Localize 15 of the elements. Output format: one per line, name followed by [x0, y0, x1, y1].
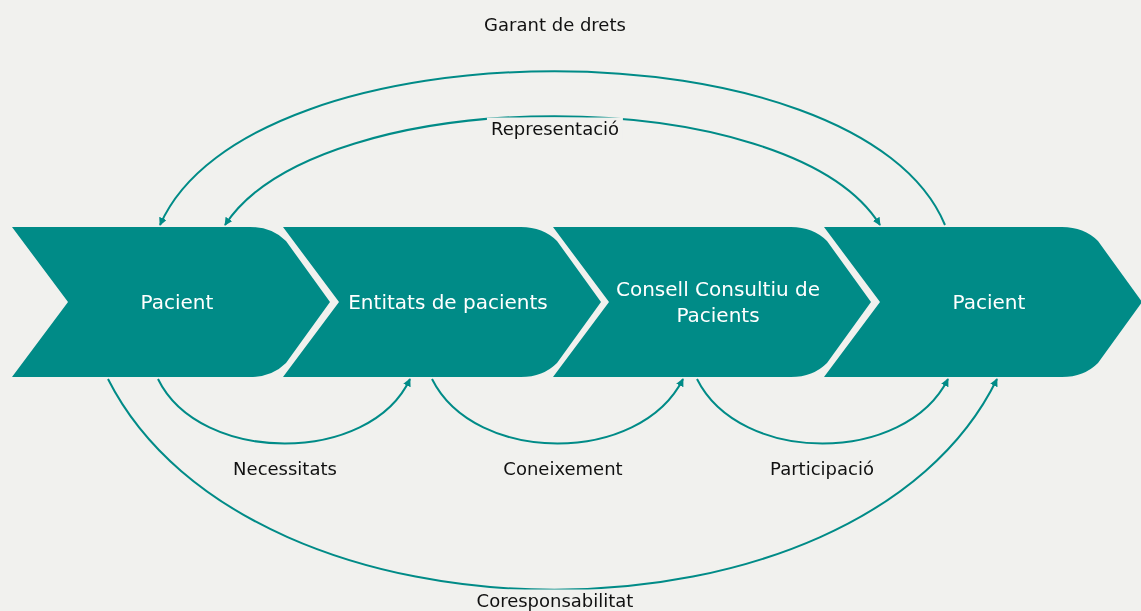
- chevron-step: [824, 227, 1141, 377]
- arrow: [224, 115, 881, 226]
- step-label: Consell Consultiu de Pacients: [615, 276, 821, 328]
- arrow: [159, 70, 946, 226]
- arrow: [431, 378, 684, 445]
- step-label: Pacient: [952, 289, 1026, 315]
- arrow: [157, 378, 411, 445]
- arrow: [107, 378, 998, 591]
- arrow: [696, 378, 949, 445]
- edge-label: Representació: [486, 117, 624, 139]
- step-label: Pacient: [140, 289, 214, 315]
- step-label: Entitats de pacients: [348, 289, 548, 315]
- chevron-step: [553, 227, 871, 377]
- chevron-step: [283, 227, 601, 377]
- chevron-step: [12, 227, 330, 377]
